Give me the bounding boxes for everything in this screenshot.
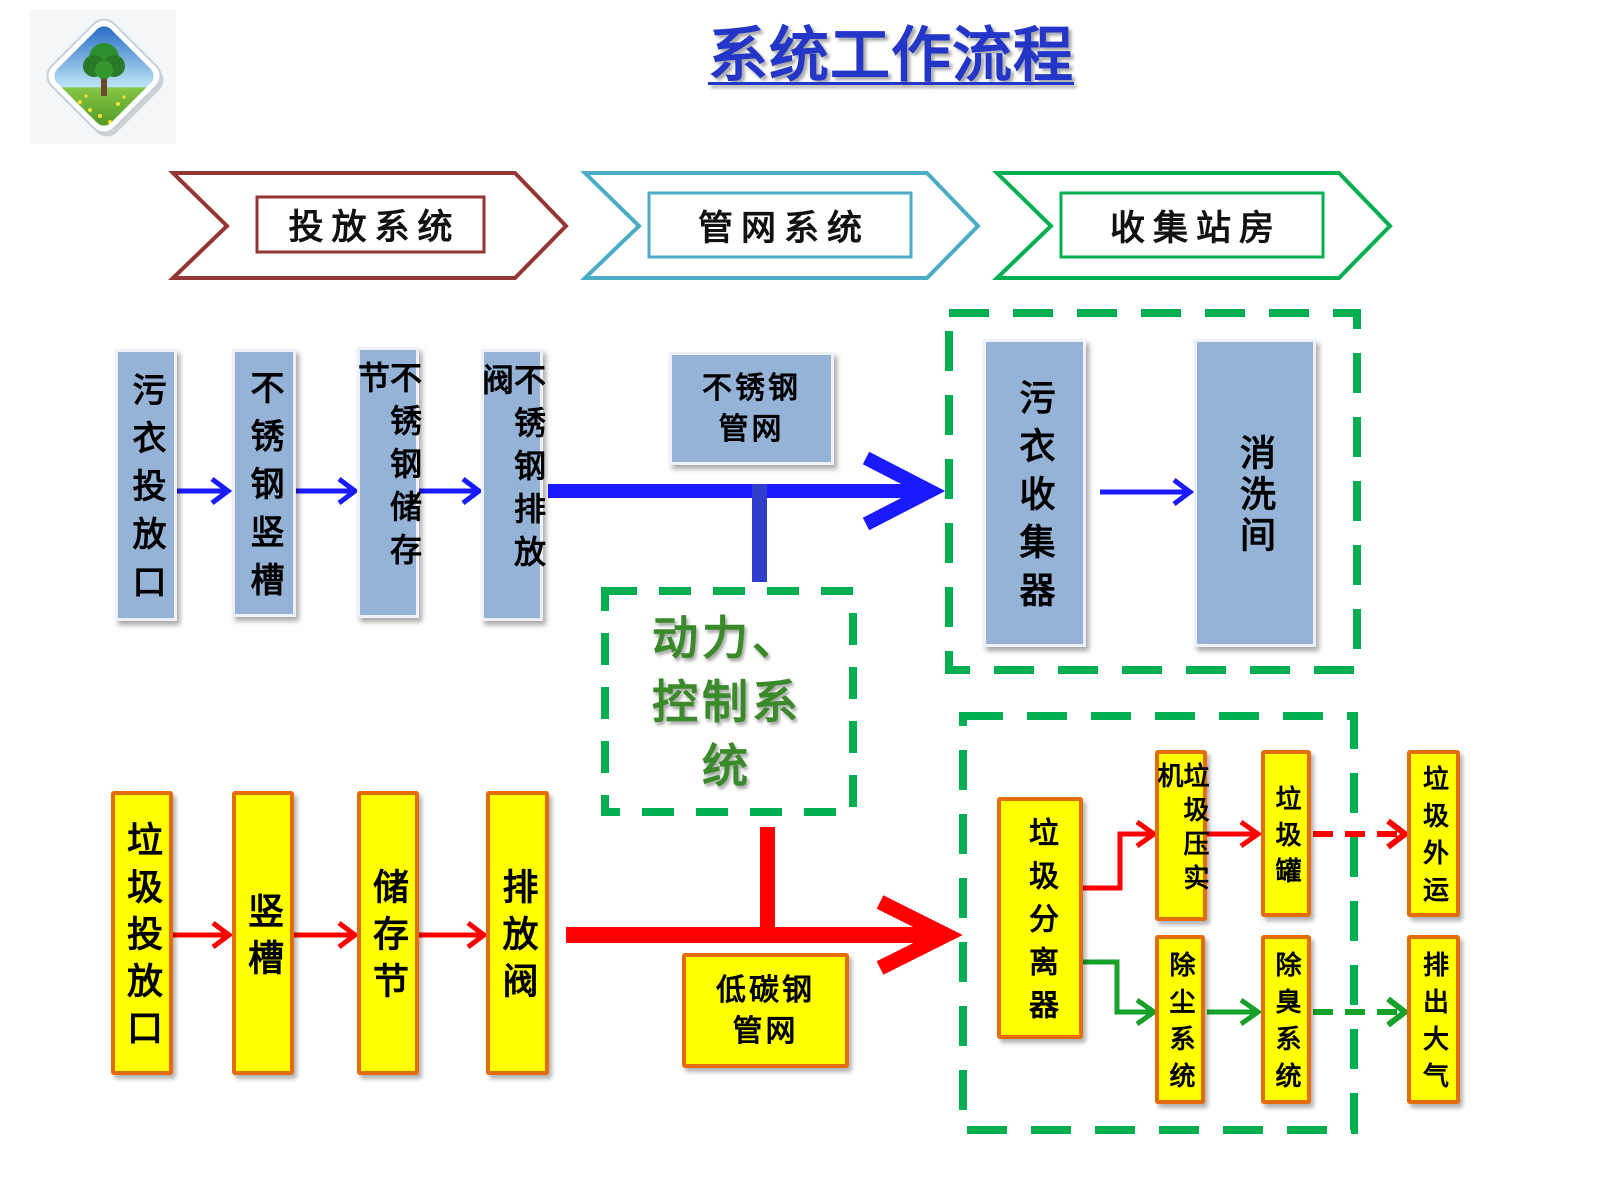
stage-box-deposit [255, 195, 486, 254]
waste-pipe-network-label: 低碳钢管网 [716, 972, 815, 1049]
arrow-linen-storage-to-valve [419, 477, 484, 505]
waste-storage-label: 储存节 [367, 868, 409, 1009]
linen-storage-box: 不锈钢储存节 [353, 347, 423, 618]
exhaust-flow-arrows [1083, 959, 1410, 1028]
wash-room-box: 消洗间 [1194, 339, 1316, 647]
waste-station-zone [959, 712, 1358, 1134]
arrow-linen-chute-to-storage [296, 477, 360, 505]
linen-chute-box: 不锈钢竖槽 [232, 349, 296, 617]
arrow-linen-main-pipe [548, 451, 946, 531]
linen-inlet-label: 污衣投放口 [126, 372, 166, 612]
arrow-dust-to-deodorization [1207, 997, 1263, 1027]
stage-label-pipeline: 管网系统 [697, 207, 870, 249]
exhaust-box: 排出大气 [1407, 935, 1460, 1104]
tree-trunk [101, 66, 107, 96]
stage-box-pipeline [647, 191, 913, 259]
dust-removal-label: 除尘系统 [1165, 951, 1195, 1099]
deodorization-box: 除臭系统 [1261, 935, 1311, 1104]
transport-out-label: 垃圾外运 [1418, 765, 1449, 913]
stage-label-collection: 收集站房 [1109, 207, 1282, 249]
waste-flow-arrows [173, 818, 1410, 949]
waste-storage-box: 储存节 [357, 791, 419, 1075]
arrow-separator-to-compactor [1083, 819, 1159, 891]
waste-pipe-network-box: 低碳钢管网 [682, 953, 849, 1068]
waste-valve-box: 排放阀 [486, 791, 549, 1075]
control-system-label: 动力、控制系统 [652, 611, 802, 793]
arrow-waste-storage-to-valve [419, 921, 489, 949]
waste-chute-label: 竖槽 [242, 891, 284, 986]
stage-label-deposit: 投放系统 [288, 207, 461, 248]
stage-chevron-deposit [168, 171, 569, 280]
linen-pipe-network-label: 不锈钢管网 [702, 370, 801, 447]
linen-control-link [752, 484, 767, 582]
linen-pipe-network-box: 不锈钢管网 [669, 352, 834, 465]
linen-storage-label: 不锈钢储存节 [353, 361, 423, 576]
compactor-label: 垃圾压实机 [1153, 762, 1209, 898]
arrow-linen-collector-to-wash [1100, 478, 1195, 506]
waste-inlet-label: 垃圾投放口 [121, 821, 163, 1056]
arrow-waste-main-pipe [566, 895, 963, 975]
stage-chevron-collection [992, 171, 1393, 280]
separator-label: 垃圾分离器 [1023, 817, 1058, 1032]
arrow-waste-chute-to-storage [293, 921, 360, 949]
waste-inlet-box: 垃圾投放口 [111, 791, 173, 1075]
compactor-box: 垃圾压实机 [1153, 750, 1209, 921]
linen-collector-box: 污衣收集器 [983, 339, 1086, 647]
exhaust-label: 排出大气 [1418, 951, 1449, 1099]
tree-diamond-logo-icon [30, 10, 176, 144]
dust-removal-box: 除尘系统 [1155, 935, 1205, 1104]
arrow-deodorization-to-exhaust [1313, 996, 1410, 1028]
separator-box: 垃圾分离器 [997, 797, 1083, 1039]
container-box: 垃圾罐 [1261, 750, 1311, 917]
linen-station-zone [945, 309, 1361, 674]
arrow-compactor-to-container [1207, 819, 1263, 849]
deodorization-label: 除臭系统 [1271, 951, 1301, 1099]
arrow-container-to-transport [1313, 818, 1410, 850]
arrow-waste-inlet-to-chute [173, 921, 234, 949]
page-title: 系统工作流程 [708, 21, 1074, 91]
waste-control-link [760, 827, 775, 939]
transport-out-box: 垃圾外运 [1407, 750, 1460, 917]
stage-chevron-pipeline [580, 171, 981, 280]
control-system-zone [601, 587, 857, 816]
linen-inlet-box: 污衣投放口 [115, 349, 177, 621]
linen-valve-label: 不锈钢排放阀 [477, 363, 547, 578]
linen-flow-arrows [177, 477, 1195, 506]
wash-room-label: 消洗间 [1234, 434, 1276, 557]
stage-box-collection [1059, 191, 1325, 259]
waste-chute-box: 竖槽 [232, 791, 294, 1075]
linen-chute-label: 不锈钢竖槽 [244, 370, 284, 610]
waste-valve-label: 排放阀 [496, 868, 539, 1009]
linen-valve-box: 不锈钢排放阀 [477, 349, 547, 621]
arrow-linen-inlet-to-chute [177, 477, 233, 505]
container-label: 垃圾罐 [1271, 784, 1301, 893]
linen-collector-label: 污衣收集器 [1013, 379, 1056, 619]
arrow-separator-to-dust-removal [1083, 959, 1159, 1027]
